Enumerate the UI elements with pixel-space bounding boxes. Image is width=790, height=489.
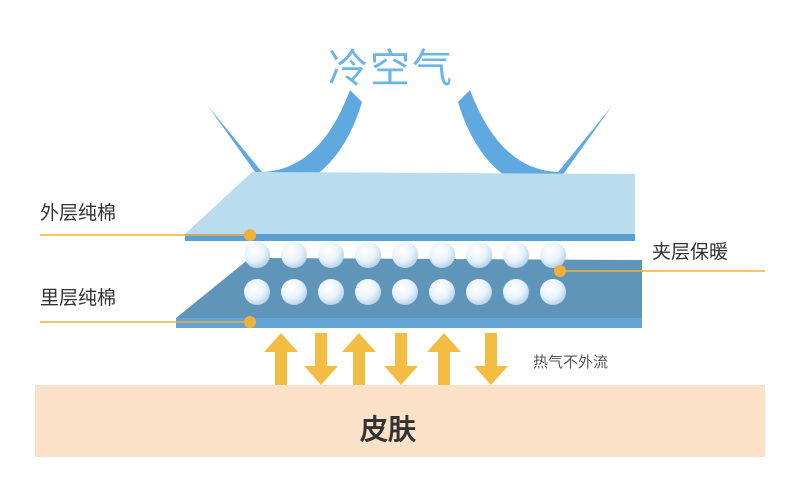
middle-layer-beads — [244, 242, 566, 305]
outer-leader-dot — [244, 229, 256, 241]
skin-label: 皮肤 — [360, 413, 417, 446]
middle-leader-dot — [554, 265, 566, 277]
skin-band — [35, 385, 765, 457]
heat-arrow-up-3 — [427, 333, 461, 385]
heat-arrow-down-3 — [474, 333, 508, 385]
inner-leader-dot — [244, 316, 256, 328]
heat-arrow-down-1 — [304, 333, 338, 385]
heat-arrow-up-2 — [342, 333, 376, 385]
outer-layer-edge — [185, 234, 635, 241]
heat-note-label: 热气不外流 — [533, 353, 609, 371]
heat-arrow-up-1 — [264, 333, 298, 385]
cold-air-label: 冷空气 — [328, 46, 454, 92]
heat-arrows — [264, 333, 508, 385]
outer-layer-top — [185, 172, 635, 234]
inner-layer-label: 里层纯棉 — [40, 287, 117, 309]
cold-air-arrow-left — [208, 90, 362, 232]
outer-layer-label: 外层纯棉 — [40, 202, 117, 224]
heat-arrow-down-2 — [384, 333, 418, 385]
inner-layer-edge — [176, 318, 642, 328]
middle-layer-label: 夹层保暖 — [652, 241, 729, 263]
cold-air-arrow-right — [458, 90, 612, 232]
